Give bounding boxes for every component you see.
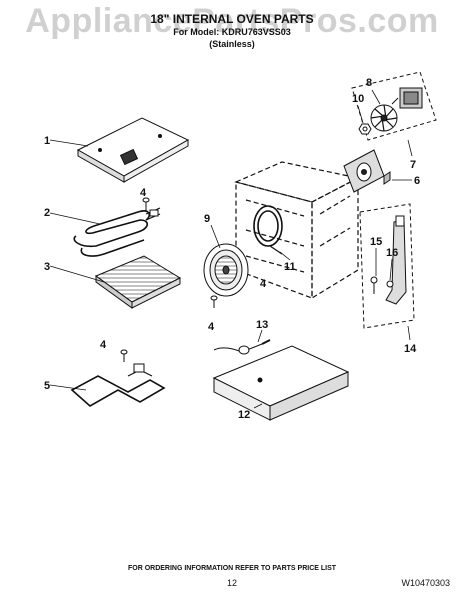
fan-blade-part <box>370 104 398 132</box>
callout-4-cover-screw: 4 <box>208 321 215 333</box>
callout-4-bake-screw: 4 <box>100 339 107 351</box>
finish-line: (Stainless) <box>209 39 255 49</box>
fan-cover-part <box>203 243 249 297</box>
bake-element-part <box>70 363 166 407</box>
callout-15: 15 <box>370 236 382 248</box>
fan-motor-part <box>391 87 423 109</box>
convection-element-part <box>253 205 283 255</box>
ordering-note: FOR ORDERING INFORMATION REFER TO PARTS … <box>127 565 337 572</box>
broil-element-part <box>73 207 161 257</box>
page-title: 18" INTERNAL OVEN PARTS <box>150 12 314 26</box>
callout-10: 10 <box>352 93 364 105</box>
model-line: For Model: KDRU763VSS03 <box>173 27 291 37</box>
motor-bracket-part <box>343 149 391 193</box>
broil-rack-part <box>94 255 182 309</box>
top-plate-part <box>76 117 190 183</box>
callout-14: 14 <box>404 343 417 355</box>
temperature-sensor-part <box>213 339 271 355</box>
doc-code: W10470303 <box>401 578 450 588</box>
screw-part <box>142 197 150 212</box>
callout-7: 7 <box>410 159 416 171</box>
callout-3: 3 <box>44 261 50 273</box>
screw-part <box>210 295 218 308</box>
callout-4-element-screw: 4 <box>140 187 147 199</box>
callout-13: 13 <box>256 319 268 331</box>
callout-6: 6 <box>414 175 420 187</box>
callout-1: 1 <box>44 135 50 147</box>
fan-motor-assembly-part <box>351 71 437 141</box>
page-number: 12 <box>226 578 237 588</box>
callout-4-cavity-screw: 4 <box>260 278 267 290</box>
oven-cavity <box>234 161 360 300</box>
callout-16: 16 <box>386 247 398 259</box>
callout-8: 8 <box>366 77 372 89</box>
sensor-assembly-part <box>359 203 415 329</box>
nut-part <box>358 123 372 135</box>
callout-12: 12 <box>238 409 250 421</box>
callout-2: 2 <box>44 207 50 219</box>
screw-part <box>120 349 128 362</box>
bottom-tray-part <box>212 345 350 421</box>
callout-9: 9 <box>204 213 210 225</box>
callout-5: 5 <box>44 380 50 392</box>
callout-11: 11 <box>284 261 296 273</box>
